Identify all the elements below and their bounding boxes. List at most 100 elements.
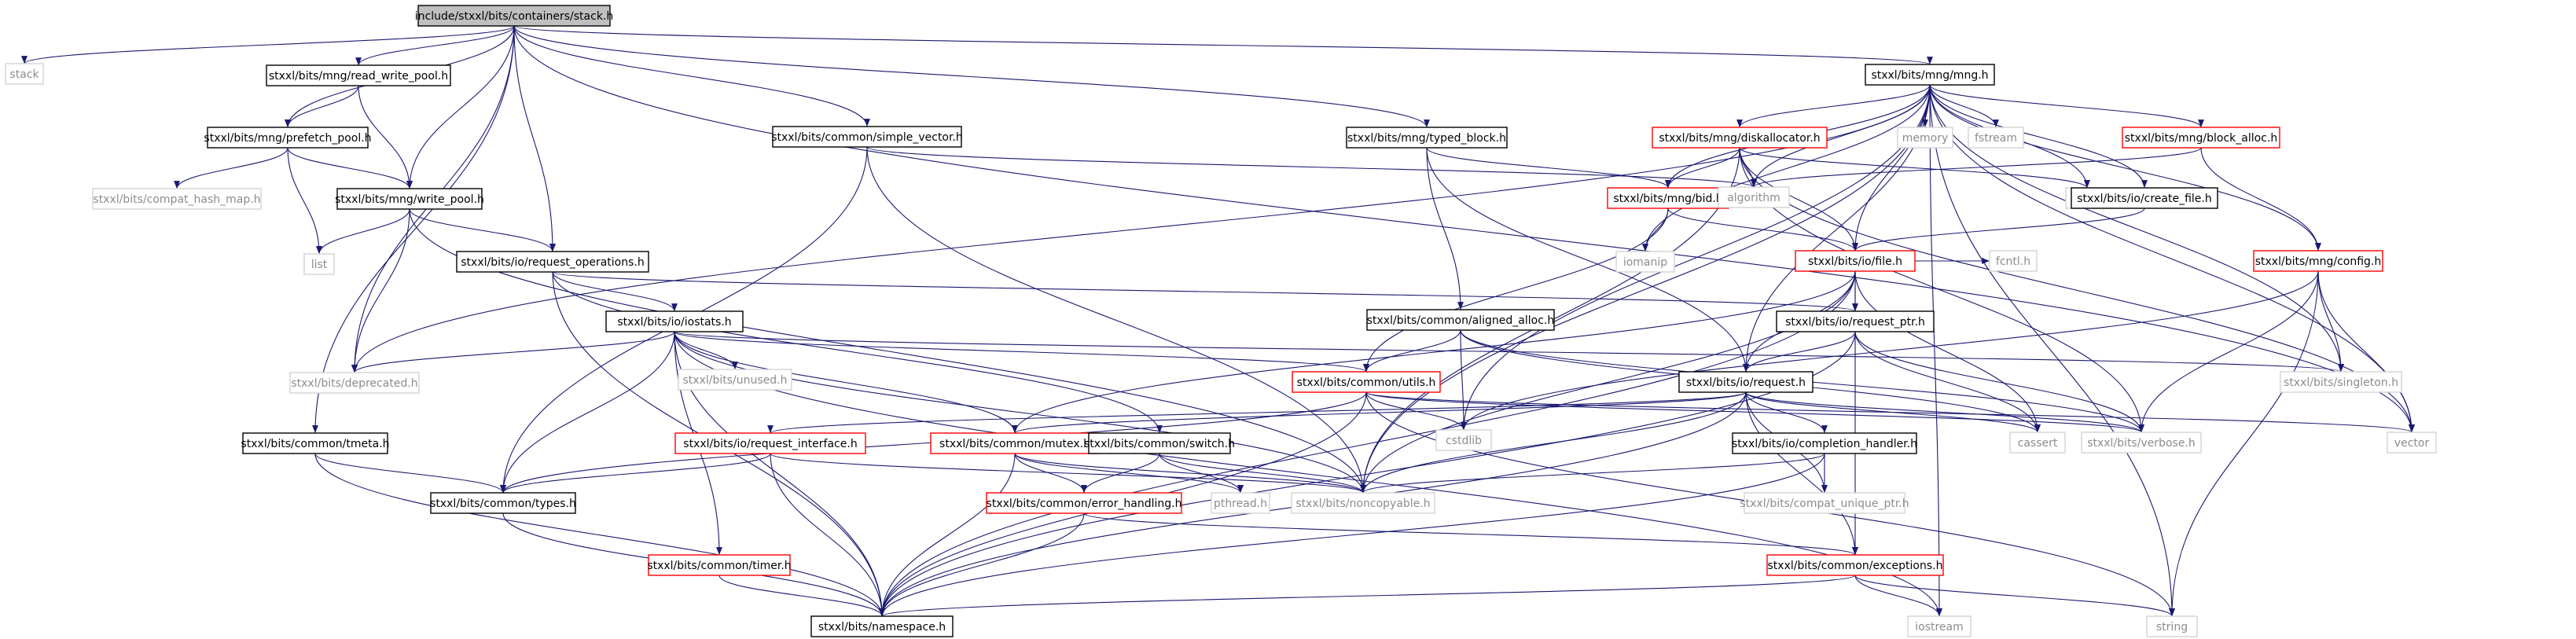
- edge-request_operations-to-iostats: [552, 271, 678, 312]
- node-aligned_alloc[interactable]: stxxl/bits/common/aligned_alloc.h: [1366, 309, 1555, 331]
- node-box: [2122, 127, 2280, 149]
- node-label: vector: [2394, 437, 2430, 450]
- node-label: stxxl/bits/mng/block_alloc.h: [2125, 132, 2277, 145]
- edge-diskallocator-to-algorithm: [1739, 147, 1757, 188]
- edge-request-to-completion_handler: [1745, 391, 1828, 434]
- node-label: stxxl/bits/verbose.h: [2087, 437, 2196, 450]
- edge-request_interface-to-types: [500, 453, 771, 494]
- node-request_operations[interactable]: stxxl/bits/io/request_operations.h: [456, 251, 649, 273]
- edge-diskallocator-to-bid: [1665, 147, 1740, 189]
- node-config[interactable]: stxxl/bits/mng/config.h: [2253, 250, 2383, 272]
- edge-iostats-to-unused: [674, 331, 738, 370]
- edge-request-to-verbose: [1745, 391, 2144, 433]
- node-label: include/stxxl/bits/containers/stack.h: [415, 10, 614, 23]
- node-mng[interactable]: stxxl/bits/mng/mng.h: [1865, 64, 1995, 86]
- edge-utils-to-verbose: [1365, 391, 2144, 433]
- edge-tmeta-to-namespace: [314, 453, 885, 617]
- edge-diskallocator-to-map: [1739, 147, 2090, 189]
- edge-root-to-tmeta: [312, 25, 515, 434]
- node-box: [1291, 492, 1435, 514]
- node-label: stxxl/bits/unused.h: [683, 374, 788, 387]
- edge-iostats-to-deprecated: [351, 331, 675, 373]
- node-box: [2253, 250, 2383, 272]
- edge-root-to-vector: [513, 25, 2415, 433]
- node-request_interface[interactable]: stxxl/bits/io/request_interface.h: [674, 432, 866, 454]
- edge-request_interface-to-noncopyable: [770, 453, 1366, 494]
- node-box: [456, 251, 649, 273]
- node-algorithm: algorithm: [1718, 186, 1790, 208]
- edge-read_write_pool-to-write_pool: [358, 85, 413, 189]
- node-box: [1732, 432, 1917, 454]
- node-write_pool[interactable]: stxxl/bits/mng/write_pool.h: [335, 188, 484, 210]
- edge-write_pool-to-list: [316, 208, 410, 255]
- node-error_handling[interactable]: stxxl/bits/common/error_handling.h: [986, 492, 1182, 514]
- node-create_file[interactable]: stxxl/bits/io/create_file.h: [2071, 187, 2218, 209]
- edge-prefetch_pool-to-compat_hash_map: [174, 147, 288, 189]
- edge-request-to-noncopyable: [1360, 391, 1747, 494]
- node-label: cstdlib: [1446, 435, 1482, 447]
- node-simple_vector[interactable]: stxxl/bits/common/simple_vector.h: [771, 126, 963, 148]
- node-iostream: iostream: [1907, 615, 1972, 637]
- edge-config-to-singleton: [2317, 270, 2344, 373]
- node-request_ptr[interactable]: stxxl/bits/io/request_ptr.h: [1776, 310, 1935, 332]
- edge-root-to-request_operations: [513, 25, 556, 252]
- node-label: stxxl/bits/io/completion_handler.h: [1732, 438, 1917, 450]
- edge-root-to-stack: [21, 25, 515, 64]
- node-box: [92, 188, 262, 210]
- node-timer[interactable]: stxxl/bits/common/timer.h: [647, 554, 792, 576]
- node-list: list: [303, 253, 335, 275]
- node-label: stxxl/bits/mng/bid.h: [1613, 193, 1722, 205]
- node-box: [266, 64, 451, 86]
- node-verbose: stxxl/bits/verbose.h: [2081, 432, 2202, 454]
- node-string: string: [2146, 615, 2198, 637]
- node-label: stxxl/bits/singleton.h: [2284, 376, 2398, 389]
- node-box: [242, 432, 388, 454]
- edge-file-to-cassert: [1854, 270, 2041, 433]
- edge-config-to-string: [2169, 270, 2319, 617]
- node-iostats[interactable]: stxxl/bits/io/iostats.h: [605, 310, 744, 332]
- node-read_write_pool[interactable]: stxxl/bits/mng/read_write_pool.h: [266, 64, 451, 86]
- node-file[interactable]: stxxl/bits/io/file.h: [1795, 250, 1916, 272]
- node-box: [1795, 250, 1916, 272]
- node-box: [2081, 432, 2202, 454]
- node-label: stxxl/bits/io/iostats.h: [617, 316, 731, 329]
- node-box: [2387, 432, 2437, 454]
- edge-prefetch_pool-to-list: [287, 147, 322, 255]
- node-mutex[interactable]: stxxl/bits/common/mutex.h: [930, 432, 1100, 454]
- node-label: cassert: [2018, 437, 2058, 450]
- node-types[interactable]: stxxl/bits/common/types.h: [430, 492, 576, 514]
- node-label: stxxl/bits/mng/typed_block.h: [1347, 132, 1506, 145]
- node-exceptions[interactable]: stxxl/bits/common/exceptions.h: [1766, 554, 1944, 576]
- node-diskallocator[interactable]: stxxl/bits/mng/diskallocator.h: [1652, 127, 1828, 149]
- edge-mng-to-deprecated: [351, 84, 1931, 373]
- node-request[interactable]: stxxl/bits/io/request.h: [1678, 371, 1813, 393]
- node-label: stxxl/bits/mng/config.h: [2255, 255, 2382, 268]
- node-label: stxxl/bits/namespace.h: [818, 621, 946, 633]
- node-typed_block[interactable]: stxxl/bits/mng/typed_block.h: [1346, 127, 1508, 149]
- edge-request-to-cassert: [1745, 391, 2041, 433]
- node-label: stxxl/bits/io/create_file.h: [2077, 193, 2212, 205]
- node-switch[interactable]: stxxl/bits/common/switch.h: [1084, 432, 1235, 454]
- edge-request_operations-to-switch: [552, 271, 1163, 434]
- node-box: [1907, 615, 1972, 637]
- edge-config-to-vector: [2317, 270, 2415, 433]
- node-tmeta[interactable]: stxxl/bits/common/tmeta.h: [241, 432, 390, 454]
- node-label: stxxl/bits/mng/mng.h: [1871, 69, 1988, 82]
- node-block_alloc[interactable]: stxxl/bits/mng/block_alloc.h: [2122, 127, 2280, 149]
- node-root[interactable]: include/stxxl/bits/containers/stack.h: [415, 5, 614, 27]
- edge-config-to-verbose: [2138, 270, 2319, 433]
- node-utils[interactable]: stxxl/bits/common/utils.h: [1292, 371, 1441, 393]
- node-namespace[interactable]: stxxl/bits/namespace.h: [810, 615, 954, 637]
- node-box: [336, 188, 483, 210]
- node-label: iomanip: [1623, 256, 1667, 269]
- node-bid[interactable]: stxxl/bits/mng/bid.h: [1607, 187, 1729, 209]
- edge-config-to-cstdlib: [1461, 270, 2319, 431]
- node-iomanip: iomanip: [1615, 251, 1675, 273]
- node-box: [1346, 127, 1508, 149]
- node-completion_handler[interactable]: stxxl/bits/io/completion_handler.h: [1732, 432, 1917, 454]
- node-prefetch_pool[interactable]: stxxl/bits/mng/prefetch_pool.h: [204, 127, 372, 149]
- edge-error_handling-to-namespace: [879, 512, 1085, 617]
- node-label: algorithm: [1727, 192, 1780, 204]
- node-box: [648, 554, 791, 576]
- node-box: [303, 253, 335, 275]
